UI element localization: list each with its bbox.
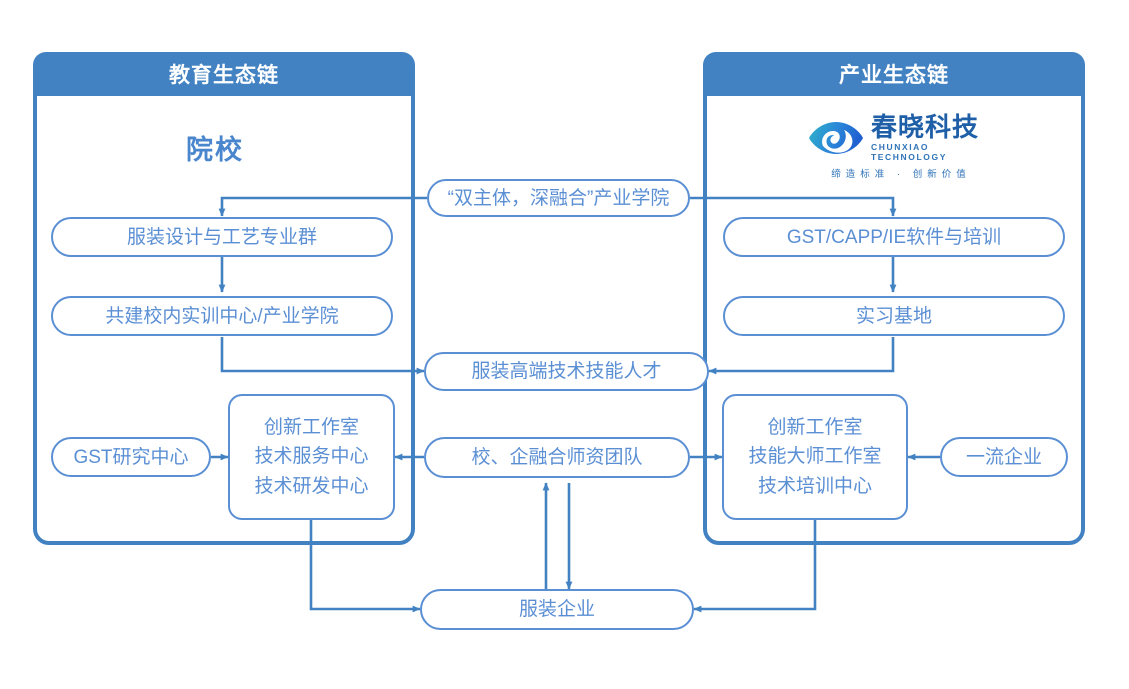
node-right-innovation-studio[interactable]: 创新工作室 技能大师工作室 技术培训中心 bbox=[722, 394, 908, 520]
logo-company-name-cn: 春晓科技 bbox=[871, 112, 980, 142]
right-innovation-line-1: 创新工作室 bbox=[767, 416, 863, 438]
company-logo: 春晓科技 CHUNXIAO TECHNOLOGY 缔造标准 · 创新价值 bbox=[808, 112, 994, 181]
chunxiao-eye-icon bbox=[809, 122, 863, 155]
left-innovation-line-2: 技术服务中心 bbox=[254, 446, 369, 468]
node-industry-college[interactable]: “双主体，深融合”产业学院 bbox=[427, 179, 690, 217]
left-section-title: 院校 bbox=[186, 135, 244, 165]
logo-company-name-en: CHUNXIAO TECHNOLOGY bbox=[871, 142, 947, 163]
node-left-innovation-studio[interactable]: 创新工作室 技术服务中心 技术研发中心 bbox=[228, 394, 395, 520]
panel-industry-header: 产业生态链 bbox=[703, 52, 1085, 96]
logo-tagline: 缔造标准 · 创新价值 bbox=[831, 169, 971, 181]
left-innovation-line-1: 创新工作室 bbox=[263, 416, 359, 438]
node-gst-capp-ie-software[interactable]: GST/CAPP/IE软件与培训 bbox=[723, 217, 1065, 257]
node-gst-research-center[interactable]: GST研究中心 bbox=[51, 437, 211, 477]
node-apparel-major-group[interactable]: 服装设计与工艺专业群 bbox=[51, 217, 393, 257]
panel-education-header: 教育生态链 bbox=[33, 52, 415, 96]
node-top-tier-enterprise[interactable]: 一流企业 bbox=[940, 437, 1068, 477]
right-innovation-line-2: 技能大师工作室 bbox=[748, 446, 882, 468]
right-innovation-line-3: 技术培训中心 bbox=[757, 475, 872, 497]
node-apparel-enterprise[interactable]: 服装企业 bbox=[420, 589, 694, 630]
node-joint-faculty-team[interactable]: 校、企融合师资团队 bbox=[424, 437, 690, 478]
node-high-end-talent[interactable]: 服装高端技术技能人才 bbox=[424, 352, 709, 391]
node-internship-base[interactable]: 实习基地 bbox=[723, 296, 1065, 336]
panel-education-title: 教育生态链 bbox=[169, 64, 279, 87]
panel-industry-title: 产业生态链 bbox=[839, 64, 949, 87]
left-innovation-line-3: 技术研发中心 bbox=[254, 475, 369, 497]
node-campus-training-center[interactable]: 共建校内实训中心/产业学院 bbox=[51, 296, 393, 336]
